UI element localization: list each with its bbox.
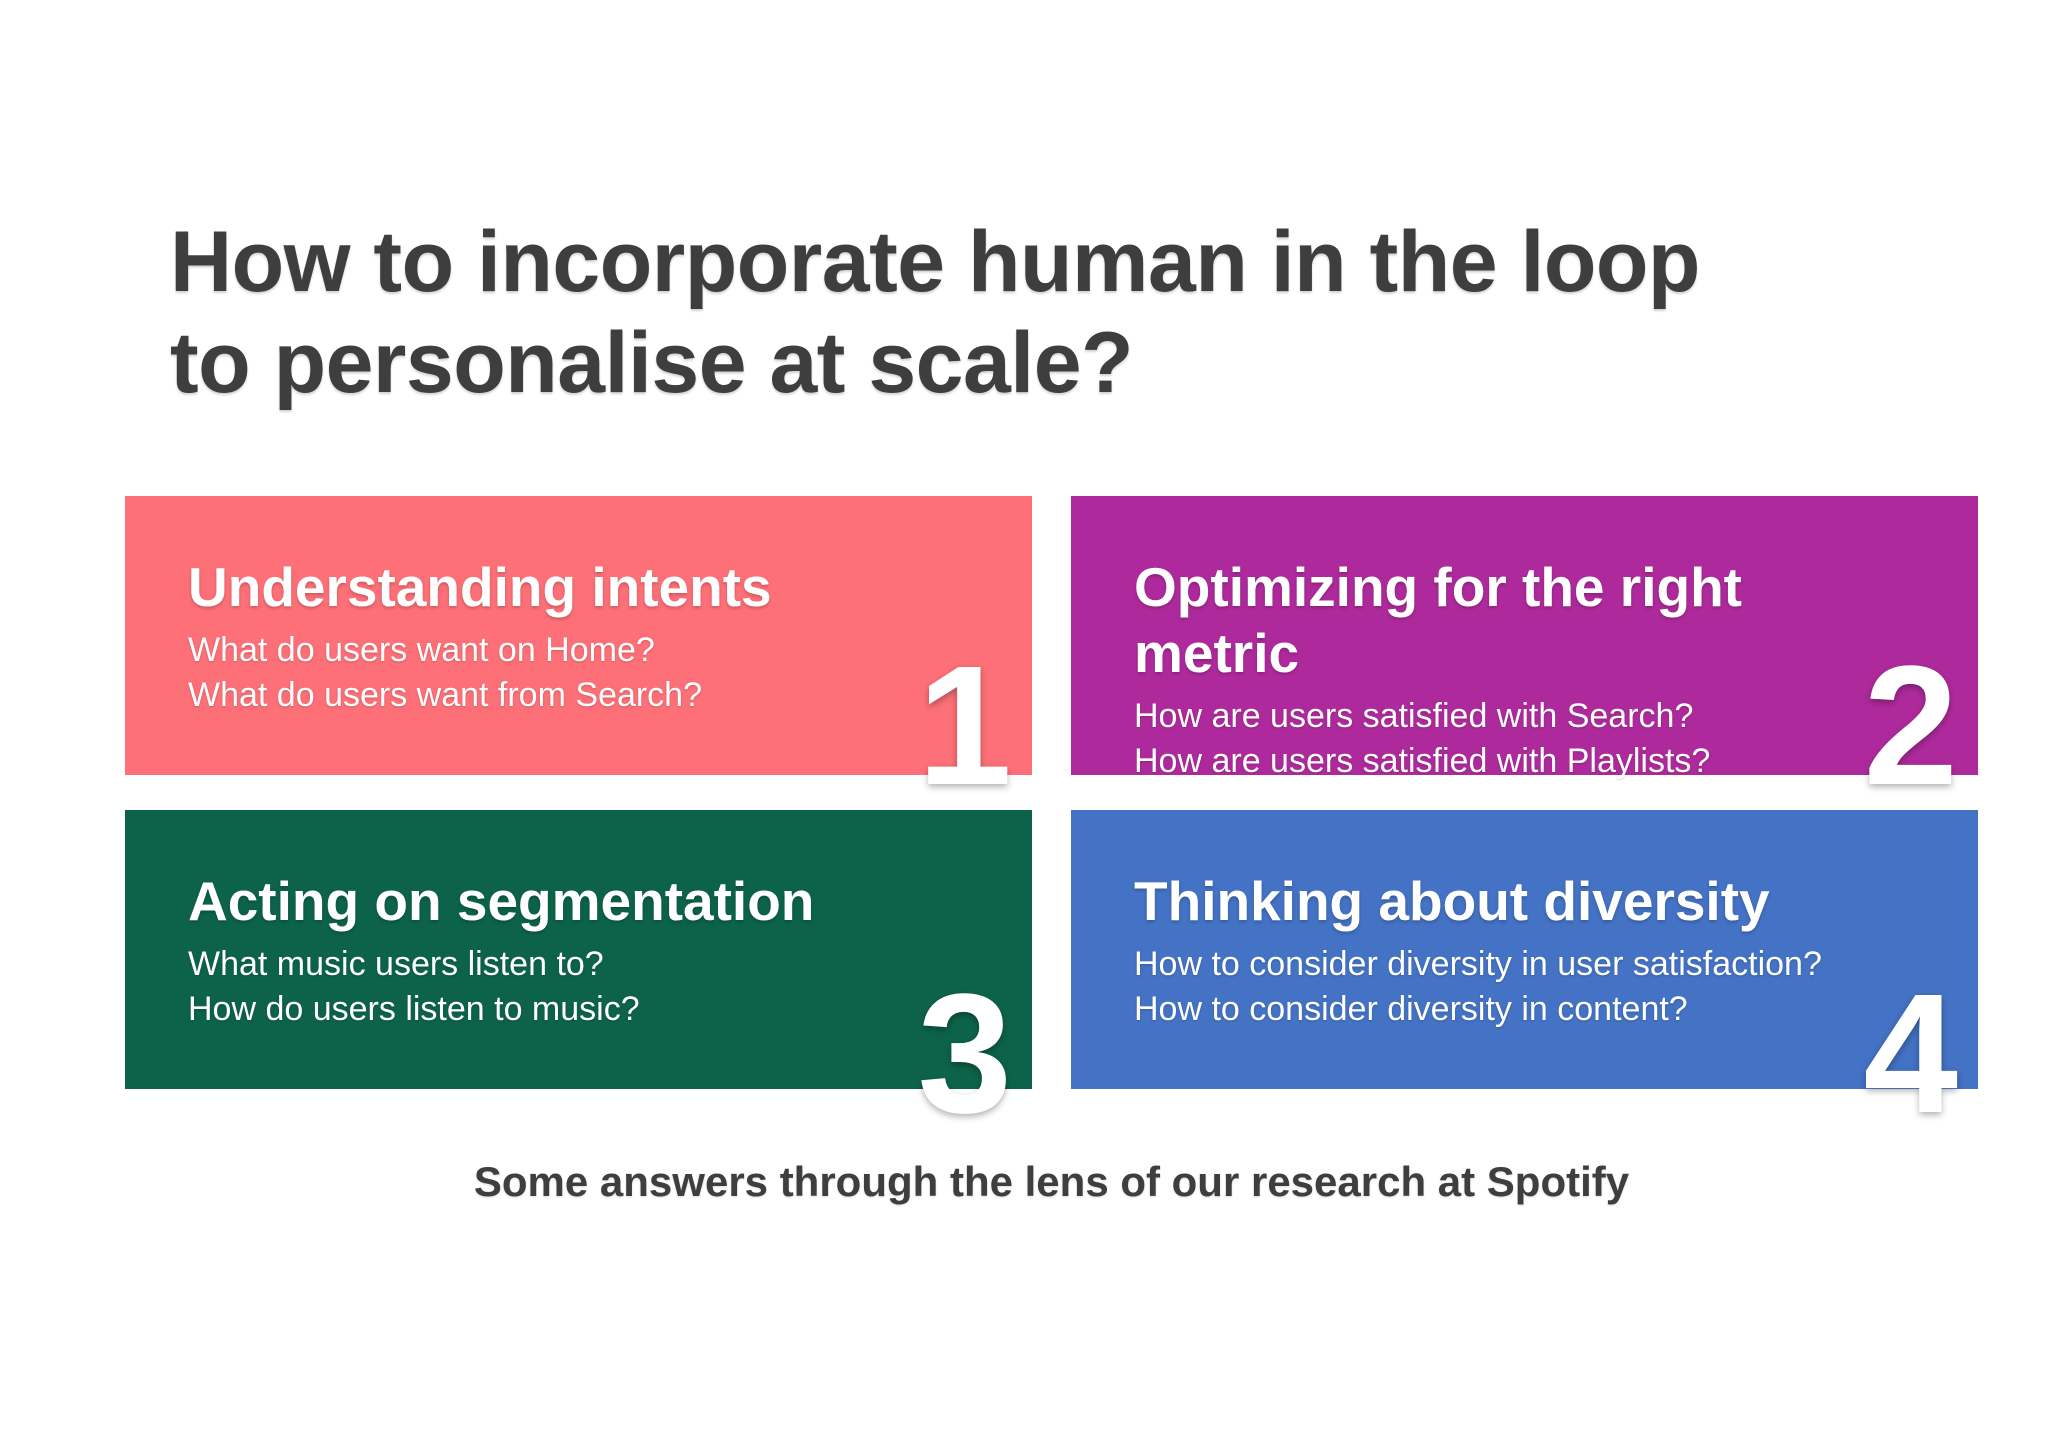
card-question: What do users want on Home? xyxy=(188,631,655,669)
card-heading: Thinking about diversity xyxy=(1134,870,1770,932)
card-heading: Understanding intents xyxy=(188,556,772,618)
card-heading: Optimizing for the right metric xyxy=(1134,556,1742,684)
card-question: How to consider diversity in user satisf… xyxy=(1134,945,1822,983)
card-thinking-diversity: Thinking about diversity How to consider… xyxy=(1071,810,1978,1139)
card-number: 2 xyxy=(1863,631,1958,821)
card-question: How to consider diversity in content? xyxy=(1134,990,1688,1028)
card-acting-segmentation: Acting on segmentation What music users … xyxy=(125,810,1032,1139)
card-optimizing-metric: Optimizing for the right metric How are … xyxy=(1071,496,1978,811)
topic-cards-grid: Understanding intents What do users want… xyxy=(125,496,1978,1139)
card-number: 4 xyxy=(1863,959,1958,1149)
slide-footer-note: Some answers through the lens of our res… xyxy=(473,1158,1630,1205)
card-question: How are users satisfied with Playlists? xyxy=(1134,742,1711,780)
slide-title: How to incorporate human in the loop to … xyxy=(170,214,1700,411)
card-heading: Acting on segmentation xyxy=(188,870,815,932)
card-understanding-intents: Understanding intents What do users want… xyxy=(125,496,1032,811)
card-question: How are users satisfied with Search? xyxy=(1134,697,1694,735)
card-number: 3 xyxy=(917,959,1012,1149)
card-question: What music users listen to? xyxy=(188,945,604,983)
card-question: What do users want from Search? xyxy=(188,676,703,714)
card-number: 1 xyxy=(917,631,1012,821)
card-question: How do users listen to music? xyxy=(188,990,640,1028)
